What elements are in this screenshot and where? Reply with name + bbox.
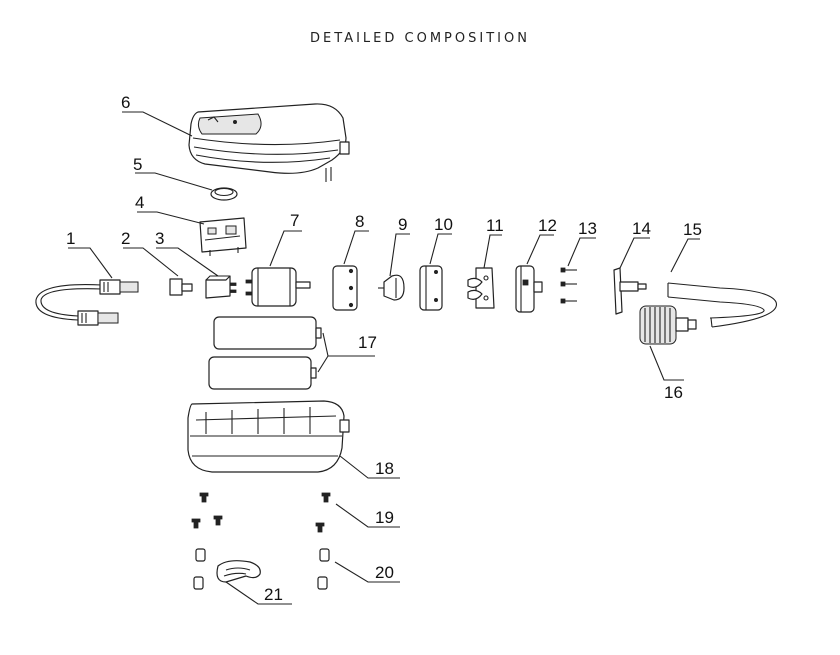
callout-17: 17 — [358, 333, 377, 352]
part-13-screws — [560, 267, 577, 304]
part-9-eccentric — [378, 274, 405, 301]
diagram-title: DETAILED COMPOSITION — [310, 31, 530, 46]
part-17-batteries — [208, 316, 322, 390]
callout-5: 5 — [133, 155, 142, 174]
part-2-usb-socket — [169, 278, 193, 296]
callout-6: 6 — [121, 93, 130, 112]
part-5-button — [210, 187, 238, 201]
part-7-motor — [245, 267, 311, 307]
part-8-housing — [332, 265, 358, 311]
callout-18: 18 — [375, 459, 394, 478]
part-20-feet — [193, 548, 330, 590]
part-16-air-stone — [639, 305, 697, 345]
callout-16: 16 — [664, 383, 683, 402]
part-15-air-tube — [667, 282, 777, 328]
callout-15: 15 — [683, 220, 702, 239]
part-10-housing — [419, 265, 443, 311]
part-3-switch — [205, 275, 237, 299]
callout-7: 7 — [290, 211, 299, 230]
callout-9: 9 — [398, 215, 407, 234]
callout-21: 21 — [264, 585, 283, 604]
callout-3: 3 — [155, 229, 164, 248]
part-4-circuit-board — [199, 217, 247, 256]
part-6-top-cover — [188, 103, 350, 182]
callout-12: 12 — [538, 216, 557, 235]
callout-numbers: 1 2 3 4 5 6 7 8 9 10 11 12 13 14 15 16 1… — [66, 93, 702, 604]
callout-20: 20 — [375, 563, 394, 582]
callout-8: 8 — [355, 212, 364, 231]
callout-4: 4 — [135, 193, 144, 212]
callout-10: 10 — [434, 215, 453, 234]
part-12-valve-housing — [515, 265, 543, 313]
callout-19: 19 — [375, 508, 394, 527]
part-21-clip — [216, 560, 261, 583]
part-1-usb-cable — [35, 279, 139, 326]
callout-14: 14 — [632, 219, 651, 238]
callout-2: 2 — [121, 229, 130, 248]
callout-13: 13 — [578, 219, 597, 238]
part-18-base-housing — [187, 400, 350, 473]
part-14-outlet — [613, 267, 647, 315]
part-19-screws — [191, 492, 331, 533]
callout-11: 11 — [486, 216, 504, 235]
callout-1: 1 — [66, 229, 75, 248]
callout-leaders — [68, 111, 700, 605]
part-11-diaphragm — [467, 267, 495, 309]
